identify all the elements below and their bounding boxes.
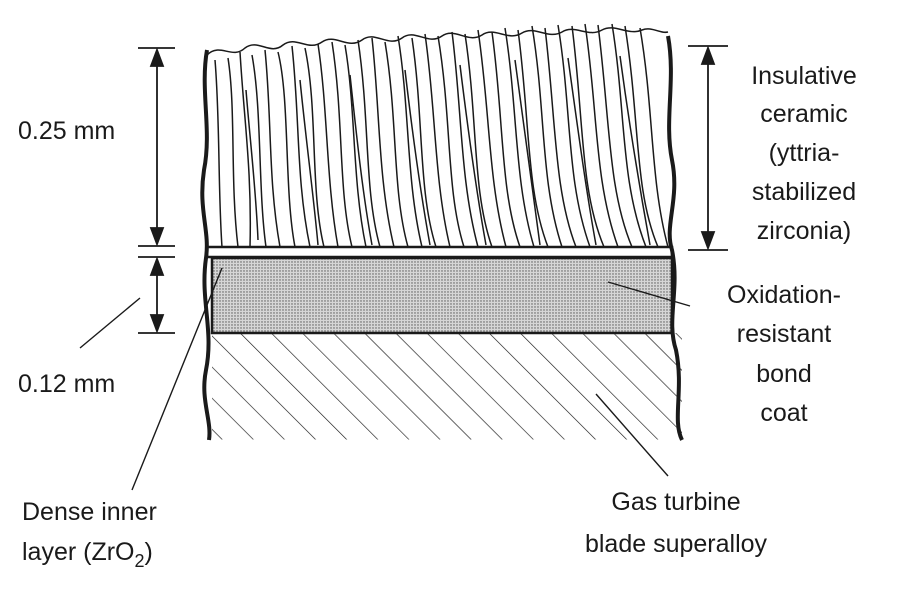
svg-text:coat: coat <box>760 399 807 427</box>
svg-text:layer (ZrO2): layer (ZrO2) <box>22 538 153 571</box>
thickness-top-label: 0.25 mm <box>18 117 115 145</box>
svg-text:Insulative: Insulative <box>751 62 857 90</box>
svg-text:bond: bond <box>756 360 812 388</box>
svg-text:Oxidation-: Oxidation- <box>727 281 841 309</box>
svg-text:ceramic: ceramic <box>760 100 848 128</box>
superalloy-leader <box>595 393 669 477</box>
bond-coat-leader <box>607 281 691 307</box>
dense-inner-layer <box>205 245 674 259</box>
svg-text:blade superalloy: blade superalloy <box>585 530 768 558</box>
thickness-bottom-label: 0.12 mm <box>18 370 115 398</box>
superalloy-substrate <box>212 333 682 440</box>
svg-text:Dense inner: Dense inner <box>22 498 157 526</box>
svg-text:Gas turbine: Gas turbine <box>611 488 740 516</box>
superalloy-label: Gas turbine blade superalloy <box>585 488 768 558</box>
dimension-ceramic <box>688 45 728 251</box>
svg-text:stabilized: stabilized <box>752 178 856 206</box>
left-edge <box>200 49 212 441</box>
ceramic-label: Insulative ceramic (yttria- stabilized z… <box>751 62 857 245</box>
right-edge <box>666 35 684 441</box>
bond-coat-label: Oxidation- resistant bond coat <box>727 281 841 427</box>
columnar-ceramic-layer <box>206 23 669 248</box>
inner-layer-leader <box>131 267 223 491</box>
dimension-0-12mm <box>138 256 175 334</box>
svg-text:resistant: resistant <box>737 320 832 348</box>
svg-text:zirconia): zirconia) <box>757 217 851 245</box>
dimension-0-25mm <box>138 47 175 247</box>
bond-coat-layer <box>210 256 674 335</box>
svg-text:(yttria-: (yttria- <box>769 139 840 167</box>
inner-layer-label: Dense inner layer (ZrO2) <box>22 498 157 571</box>
